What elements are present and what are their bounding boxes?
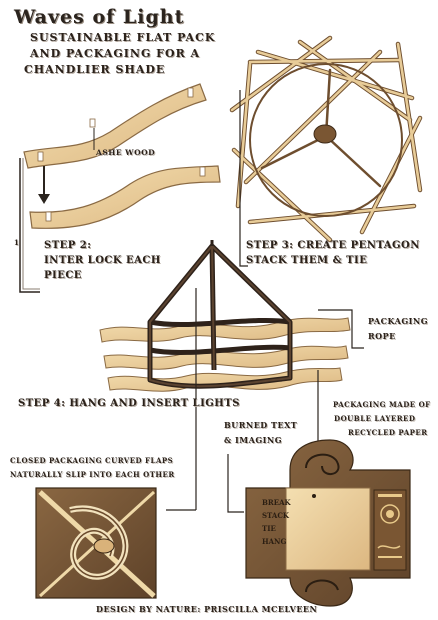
step2-bracket bbox=[19, 158, 40, 293]
step3-label-line-1: Step 3: Create pentagon bbox=[246, 240, 420, 251]
rope-label: rope bbox=[368, 331, 396, 341]
box-text-hang: Hang bbox=[262, 537, 287, 546]
wood-piece-bottom bbox=[29, 165, 221, 229]
step1-marker: 1 bbox=[14, 238, 20, 247]
packaging-made-label-2: double layered bbox=[334, 414, 416, 423]
step3-pointer bbox=[239, 90, 248, 267]
box-text-break: Break bbox=[262, 498, 291, 507]
burned-text-label-2: & imaging bbox=[224, 435, 283, 445]
subtitle-line-2: and packaging for a bbox=[30, 47, 201, 60]
box-text-stack: Stack bbox=[262, 511, 289, 520]
assembled-shade bbox=[99, 240, 351, 392]
burned-text-label-1: Burned text bbox=[224, 420, 298, 430]
box-burned-text: Break Stack Tie Hang bbox=[262, 496, 291, 548]
closed-packaging-label-1: Closed packaging curved flaps bbox=[10, 456, 174, 465]
closed-packaging-label-2: naturally slip into each other bbox=[10, 470, 175, 479]
page-title: Waves of Light bbox=[14, 6, 185, 28]
subtitle-line-3: chandlier shade bbox=[24, 63, 166, 76]
step3-label-line-2: stack them & tie bbox=[246, 255, 368, 266]
packaging-label: Packaging bbox=[368, 316, 429, 326]
closed-packaging bbox=[35, 487, 157, 599]
rope-pointer bbox=[318, 309, 364, 349]
subtitle-line-1: Sustainable flat pack bbox=[30, 31, 216, 44]
pentagon-stack bbox=[229, 35, 423, 243]
step2-label-line-2: Inter lock each bbox=[44, 255, 161, 266]
box-text-tie: Tie bbox=[262, 524, 276, 533]
designer-credit: Design by nature: Priscilla McElveen bbox=[96, 604, 318, 614]
step2-label-line-3: piece bbox=[44, 270, 82, 281]
wood-piece-top bbox=[23, 83, 207, 169]
open-packaging bbox=[245, 439, 411, 607]
step4-label: Step 4: Hang and insert lights bbox=[18, 398, 240, 409]
packaging-made-label-3: recycled paper bbox=[348, 428, 428, 437]
step2-label-line-1: Step 2: bbox=[44, 240, 92, 251]
down-arrow-icon bbox=[38, 166, 50, 204]
ashe-wood-label: Ashe wood bbox=[96, 148, 156, 157]
packaging-made-label-1: Packaging made of bbox=[333, 400, 431, 409]
